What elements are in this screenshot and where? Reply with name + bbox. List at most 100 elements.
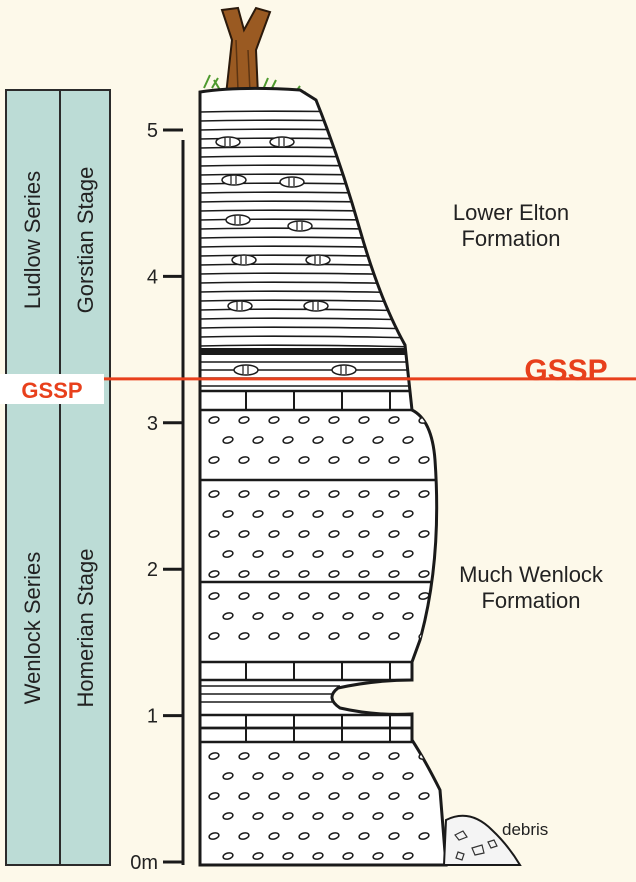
debris-pile <box>442 814 522 866</box>
limestone-nodule <box>282 612 294 620</box>
limestone-nodule <box>418 832 430 840</box>
limestone-nodule <box>342 852 354 860</box>
limestone-nodule <box>328 530 340 538</box>
limestone-nodule <box>238 570 250 578</box>
limestone-nodule <box>342 550 354 558</box>
limestone-nodule <box>312 436 324 444</box>
shale-bed-line <box>200 344 421 348</box>
nodule <box>215 136 241 148</box>
limestone-nodule <box>388 416 400 424</box>
limestone-nodule <box>252 550 264 558</box>
scale-tick-label: 4 <box>147 266 158 288</box>
limestone-nodule <box>282 550 294 558</box>
limestone-nodule <box>418 792 430 800</box>
limestone-nodule <box>388 752 400 760</box>
gssp-boundary: GSSP GSSP <box>0 354 636 404</box>
limestone-nodule <box>358 570 370 578</box>
nodule <box>305 254 331 266</box>
gssp-left-label: GSSP <box>21 378 82 403</box>
limestone-nodule <box>372 852 384 860</box>
limestone-nodule <box>298 592 310 600</box>
limestone-nodule <box>328 456 340 464</box>
series-stage-box <box>5 89 111 866</box>
limestone-nodule <box>238 530 250 538</box>
limestone-nodule <box>312 510 324 518</box>
much-wenlock-line2: Formation <box>481 588 581 613</box>
limestone-nodule <box>238 456 250 464</box>
limestone-nodule <box>282 510 294 518</box>
limestone-nodule <box>418 490 430 498</box>
limestone-nodule <box>298 530 310 538</box>
limestone-nodule <box>268 570 280 578</box>
lower-elton-formation-label: Lower Elton Formation <box>436 200 586 252</box>
limestone-nodule <box>312 772 324 780</box>
limestone-nodule <box>208 832 220 840</box>
limestone-nodule <box>312 812 324 820</box>
scale-tick-label: 2 <box>147 559 158 581</box>
limestone-nodule <box>268 632 280 640</box>
rock-column-outline <box>198 86 448 867</box>
limestone-nodule <box>252 436 264 444</box>
limestone-nodule <box>298 570 310 578</box>
limestone-nodule <box>418 592 430 600</box>
scale-tick-label: 5 <box>147 120 158 142</box>
shale-bed-line <box>200 317 421 321</box>
limestone-nodule <box>358 792 370 800</box>
grass-icon <box>203 74 307 103</box>
limestone-nodule <box>252 812 264 820</box>
limestone-nodule <box>208 456 220 464</box>
limestone-nodule <box>358 416 370 424</box>
limestone-nodule <box>328 416 340 424</box>
limestone-nodule <box>282 852 294 860</box>
limestone-nodule <box>268 752 280 760</box>
limestone-nodule <box>268 832 280 840</box>
dark-band <box>200 348 420 355</box>
limestone-nodule <box>342 612 354 620</box>
limestone-nodule <box>252 852 264 860</box>
limestone-nodule <box>328 752 340 760</box>
limestone-nodule <box>328 570 340 578</box>
limestone-nodule <box>208 632 220 640</box>
limestone-nodule <box>358 592 370 600</box>
limestone-nodule <box>388 456 400 464</box>
limestone-nodule <box>358 490 370 498</box>
limestone-nodule <box>298 632 310 640</box>
limestone-nodule <box>238 832 250 840</box>
gssp-left-label-bg <box>0 374 104 404</box>
nodule <box>279 176 305 188</box>
limestone-nodule <box>328 632 340 640</box>
limestone-nodule <box>402 436 414 444</box>
limestone-nodule <box>298 792 310 800</box>
limestone-nodule <box>238 416 250 424</box>
limestone-nodule <box>388 792 400 800</box>
limestone-nodule <box>358 632 370 640</box>
much-wenlock-formation-label: Much Wenlock Formation <box>436 562 626 614</box>
tree-icon <box>220 6 272 96</box>
limestone-nodule <box>238 490 250 498</box>
rock-layers <box>200 110 440 860</box>
limestone-nodule <box>388 530 400 538</box>
limestone-nodule <box>328 490 340 498</box>
limestone-nodule <box>238 632 250 640</box>
wenlock-series-label: Wenlock Series <box>20 551 45 705</box>
limestone-nodule <box>402 612 414 620</box>
limestone-nodule <box>312 550 324 558</box>
limestone-nodule <box>222 550 234 558</box>
limestone-nodule <box>282 772 294 780</box>
limestone-nodule <box>238 792 250 800</box>
limestone-nodule <box>402 772 414 780</box>
limestone-nodule <box>342 436 354 444</box>
nodule <box>225 214 251 226</box>
homerian-stage-label: Homerian Stage <box>73 548 98 708</box>
limestone-nodule <box>282 812 294 820</box>
gorstian-stage-label: Gorstian Stage <box>73 166 98 314</box>
limestone-nodule <box>342 812 354 820</box>
limestone-nodule <box>298 416 310 424</box>
limestone-nodule <box>252 772 264 780</box>
limestone-nodule <box>418 456 430 464</box>
limestone-nodule <box>402 812 414 820</box>
limestone-nodule <box>358 752 370 760</box>
limestone-nodule <box>402 852 414 860</box>
